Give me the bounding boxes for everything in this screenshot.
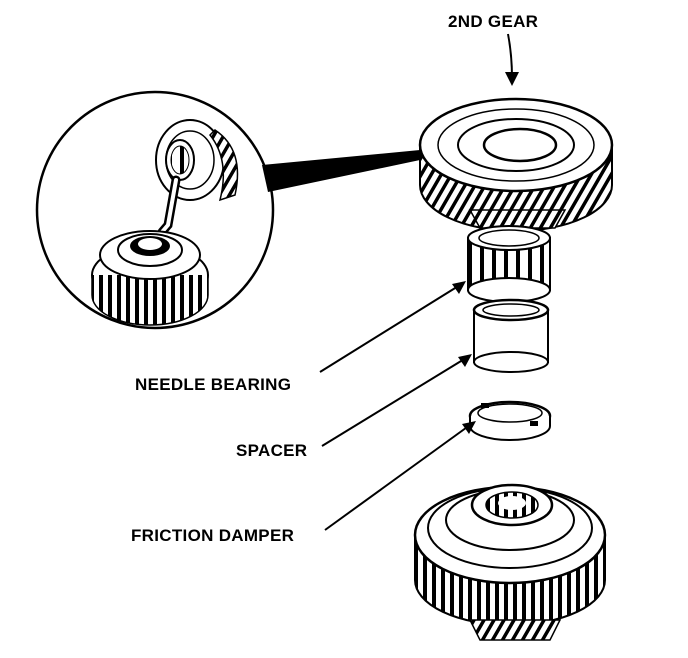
label-second-gear: 2ND GEAR bbox=[448, 12, 539, 31]
label-friction-damper: FRICTION DAMPER bbox=[131, 526, 295, 545]
leader-spacer bbox=[321, 357, 467, 447]
leader-lines bbox=[319, 33, 513, 531]
friction-damper bbox=[468, 400, 552, 441]
arrowheads bbox=[452, 72, 519, 434]
spacer bbox=[472, 298, 550, 373]
second-gear bbox=[418, 97, 614, 232]
synchro-hub bbox=[413, 483, 607, 641]
needle-bearing bbox=[467, 225, 551, 303]
leader-friction-damper bbox=[324, 424, 471, 531]
leader-second-gear bbox=[507, 33, 513, 79]
leader-needle-bearing bbox=[319, 284, 461, 373]
label-spacer: SPACER bbox=[236, 441, 308, 460]
detail-inset bbox=[35, 90, 420, 330]
inset-hub bbox=[91, 230, 209, 326]
label-needle-bearing: NEEDLE BEARING bbox=[135, 375, 292, 394]
